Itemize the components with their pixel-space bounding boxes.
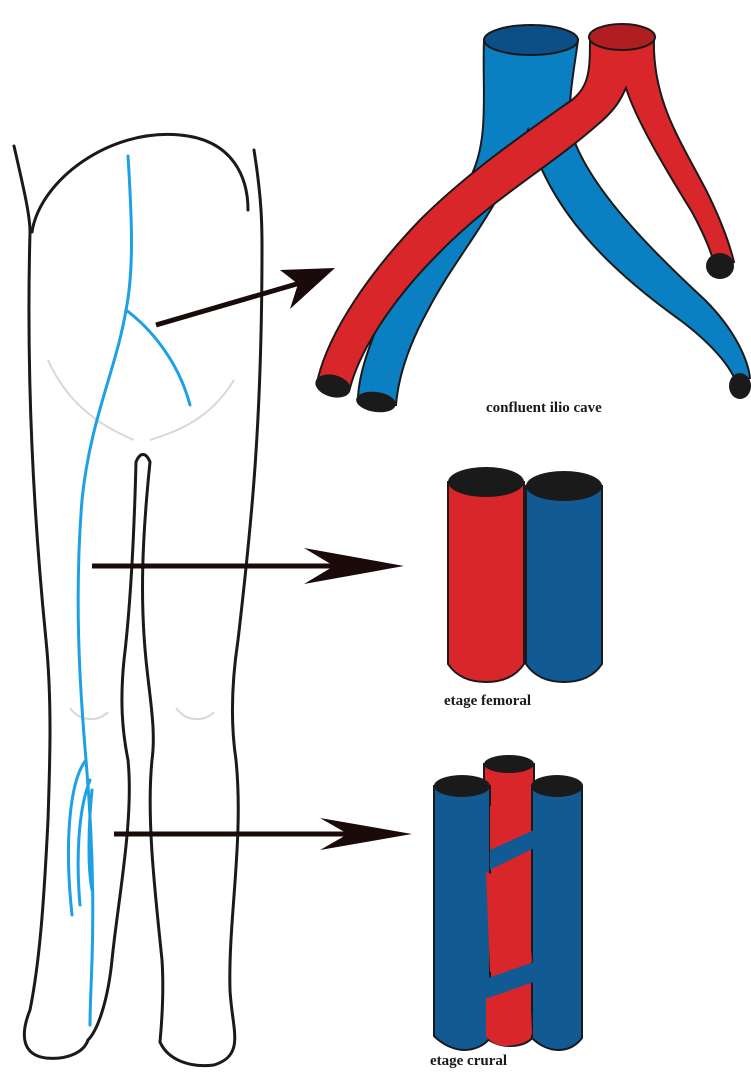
ilio-caval-vessels xyxy=(313,24,751,415)
pelvis-top xyxy=(32,134,248,232)
crural-vessels xyxy=(434,755,583,1050)
pointer-arrows xyxy=(92,268,412,850)
crural-artery-top xyxy=(484,755,534,773)
femoral-artery xyxy=(448,482,524,682)
groin-creases xyxy=(48,360,234,719)
femoral-artery-top xyxy=(448,467,524,497)
right-hip-line xyxy=(254,150,262,246)
crotch-line xyxy=(136,455,150,463)
crural-vein-left-top xyxy=(434,775,490,797)
crural-vein-left xyxy=(434,786,490,1050)
main-vein-line xyxy=(78,156,131,1025)
femoral-vein-top xyxy=(526,471,602,501)
crural-vein-right-top xyxy=(531,775,583,797)
calf-branch-1 xyxy=(68,760,86,915)
left-leg-inner xyxy=(88,462,136,1040)
label-femoral-level: etage femoral xyxy=(444,693,531,710)
vena-cava-top xyxy=(484,25,578,55)
aorta-top xyxy=(589,24,655,50)
label-crural-level: etage crural xyxy=(430,1053,507,1070)
vein-end-right xyxy=(729,373,751,399)
crural-vein-right xyxy=(532,786,582,1050)
label-ilio-caval-confluence: confluent ilio cave xyxy=(486,400,602,417)
arrow-to-crural xyxy=(114,818,412,850)
artery-end-right xyxy=(706,253,734,279)
arrow-to-ilio-caval xyxy=(156,268,335,325)
femoral-vessels xyxy=(448,467,602,682)
legs-outline xyxy=(14,134,262,1065)
right-leg-inner xyxy=(143,462,163,1042)
left-hip-line xyxy=(14,146,30,232)
femoral-vein xyxy=(526,486,602,682)
